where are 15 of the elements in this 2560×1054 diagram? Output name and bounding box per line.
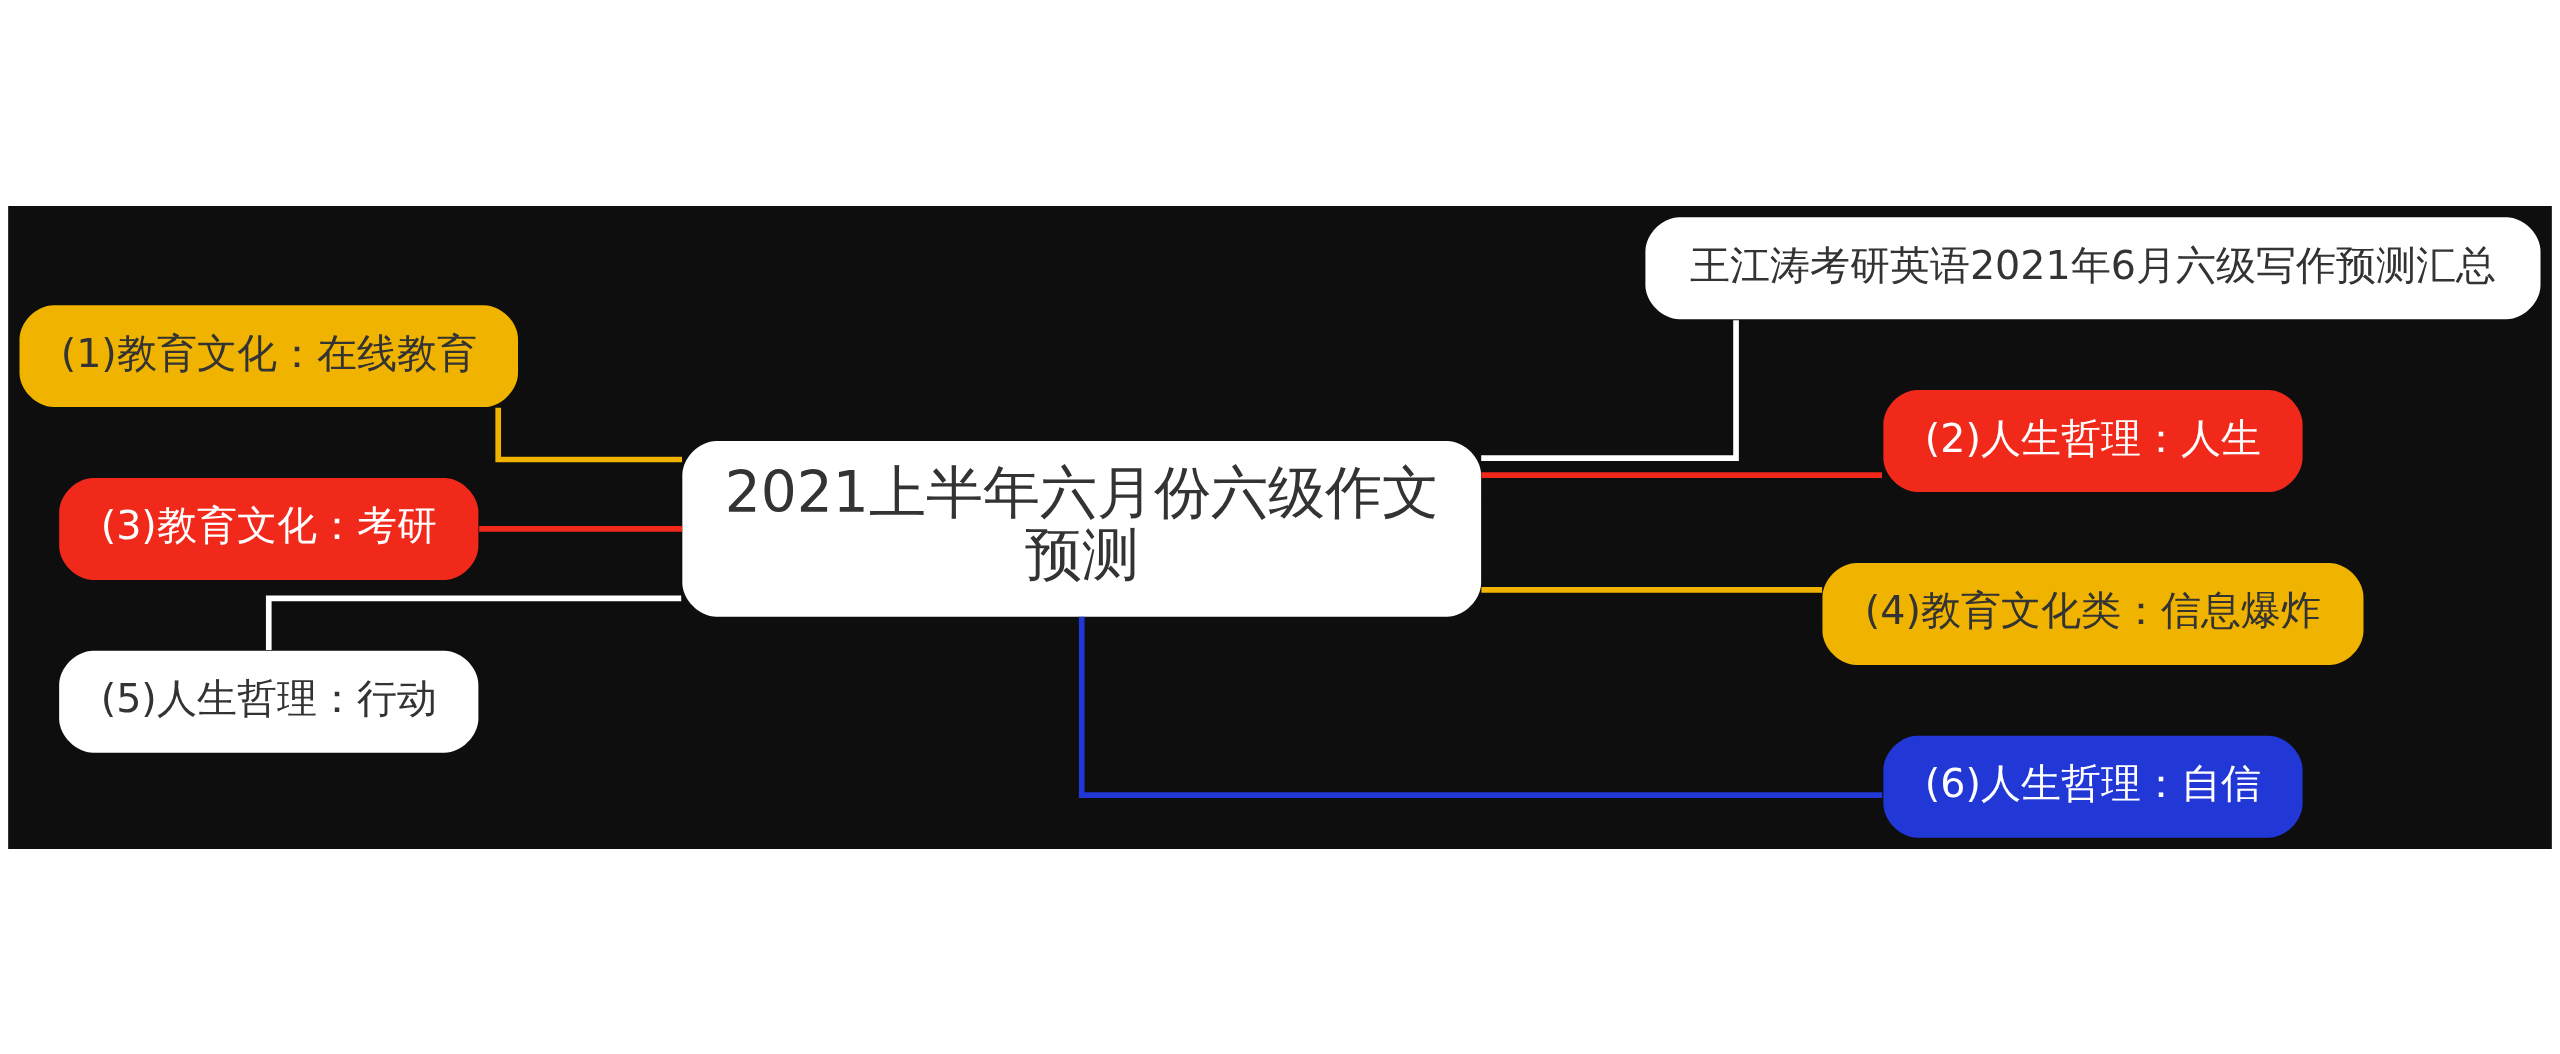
node-box: (6)人生哲理：自信 [1883,735,2303,838]
node-box: (4)教育文化类：信息爆炸 [1822,562,2364,665]
connector [495,407,683,462]
node-box: (1)教育文化：在线教育 [19,304,519,407]
connector [265,594,682,650]
connector [479,525,683,532]
connector [1481,319,1739,461]
connector [1078,616,1883,798]
node-box: 2021上半年六月份六级作文预测 [682,440,1482,617]
node-box: 王江涛考研英语2021年6月六级写作预测汇总 [1645,216,2541,319]
node-box: (2)人生哲理：人生 [1883,389,2303,492]
node-box: (5)人生哲理：行动 [59,650,479,753]
connector [1481,586,1823,593]
node-box: (3)教育文化：考研 [59,477,479,580]
connector [1481,471,1883,478]
